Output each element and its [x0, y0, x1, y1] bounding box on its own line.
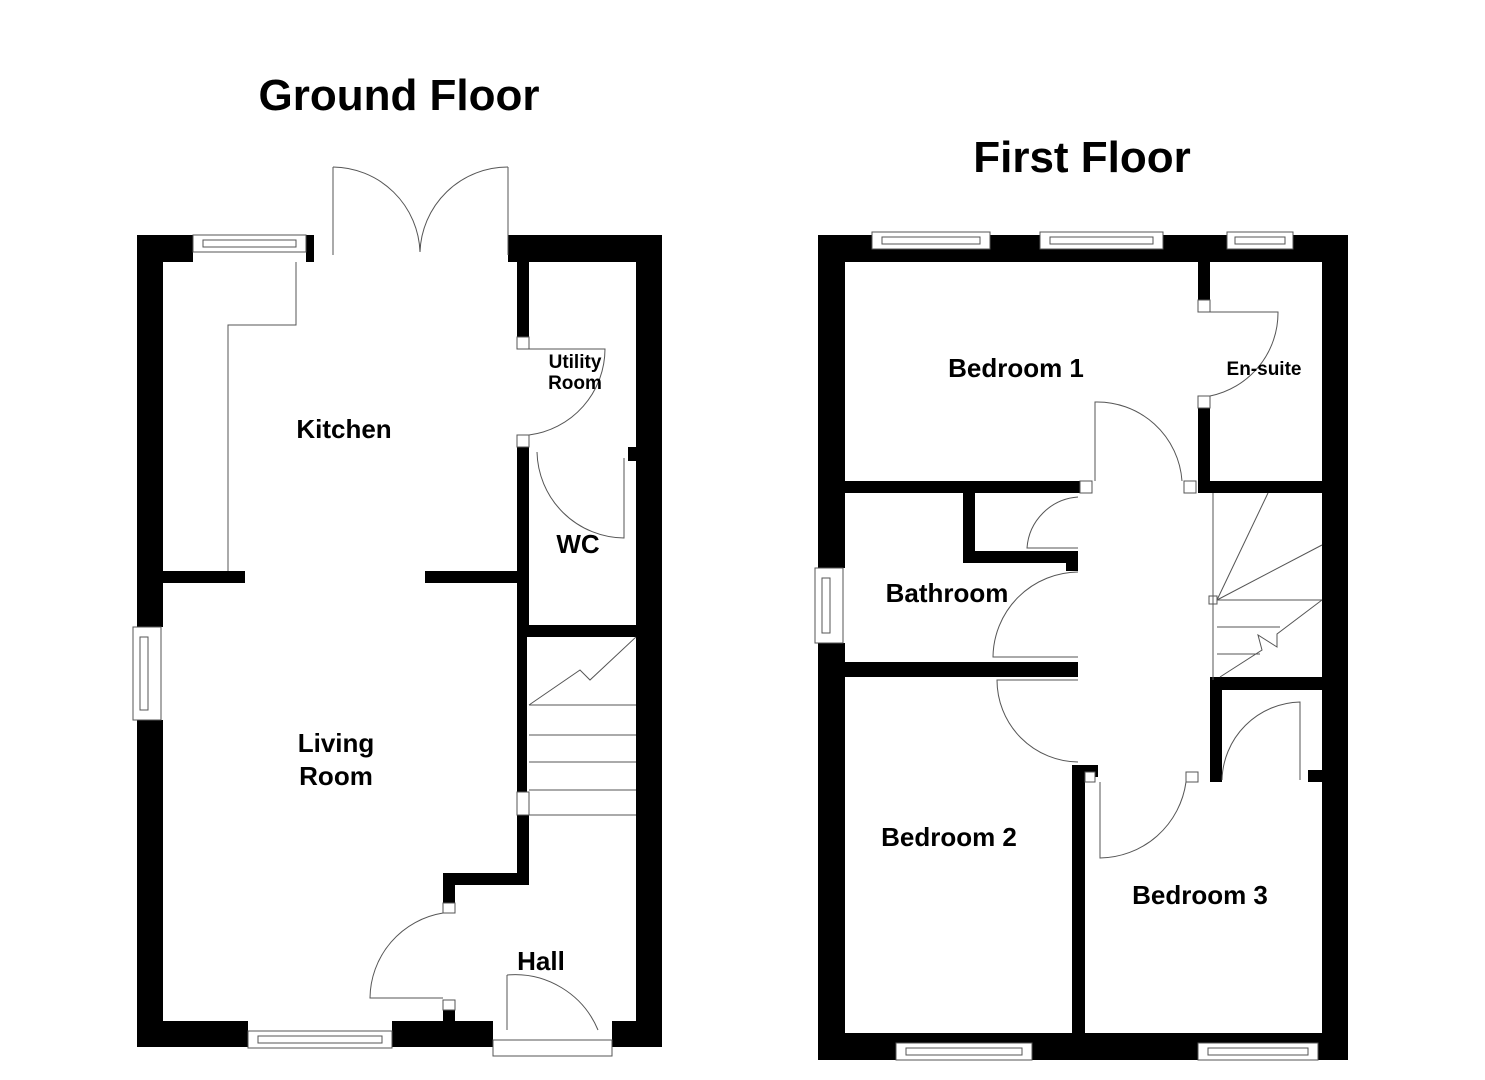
- first-floor-title: First Floor: [973, 133, 1191, 182]
- first-floor-labels: Bedroom 1 En-suite Bathroom Bedroom 2 Be…: [881, 353, 1301, 910]
- wc-label: WC: [556, 529, 600, 559]
- first-floor-fittings: [992, 299, 1323, 859]
- bathroom-label: Bathroom: [886, 578, 1009, 608]
- bedroom-1-label: Bedroom 1: [948, 353, 1084, 383]
- living-room-label-1: Living: [298, 728, 375, 758]
- en-suite-label: En-suite: [1227, 359, 1302, 380]
- ground-floor-title: Ground Floor: [258, 71, 539, 120]
- first-floor-windows: [814, 231, 1319, 1061]
- bedroom-2-label: Bedroom 2: [881, 822, 1017, 852]
- utility-room-label-2: Room: [548, 373, 602, 394]
- utility-room-label-1: Utility: [549, 352, 602, 373]
- first-floor-plan: First Floor: [814, 133, 1348, 1061]
- ground-floor-fittings: [227, 166, 637, 1031]
- kitchen-label: Kitchen: [296, 414, 391, 444]
- bedroom-3-label: Bedroom 3: [1132, 880, 1268, 910]
- hall-label: Hall: [517, 946, 565, 976]
- ground-floor-labels: Kitchen Utility Room WC Living Room Hall: [296, 352, 602, 976]
- ground-floor-walls: [137, 235, 662, 1047]
- ground-floor-windows: [132, 234, 613, 1057]
- ground-floor-plan: Ground Floor: [132, 71, 662, 1057]
- living-room-label-2: Room: [299, 761, 373, 791]
